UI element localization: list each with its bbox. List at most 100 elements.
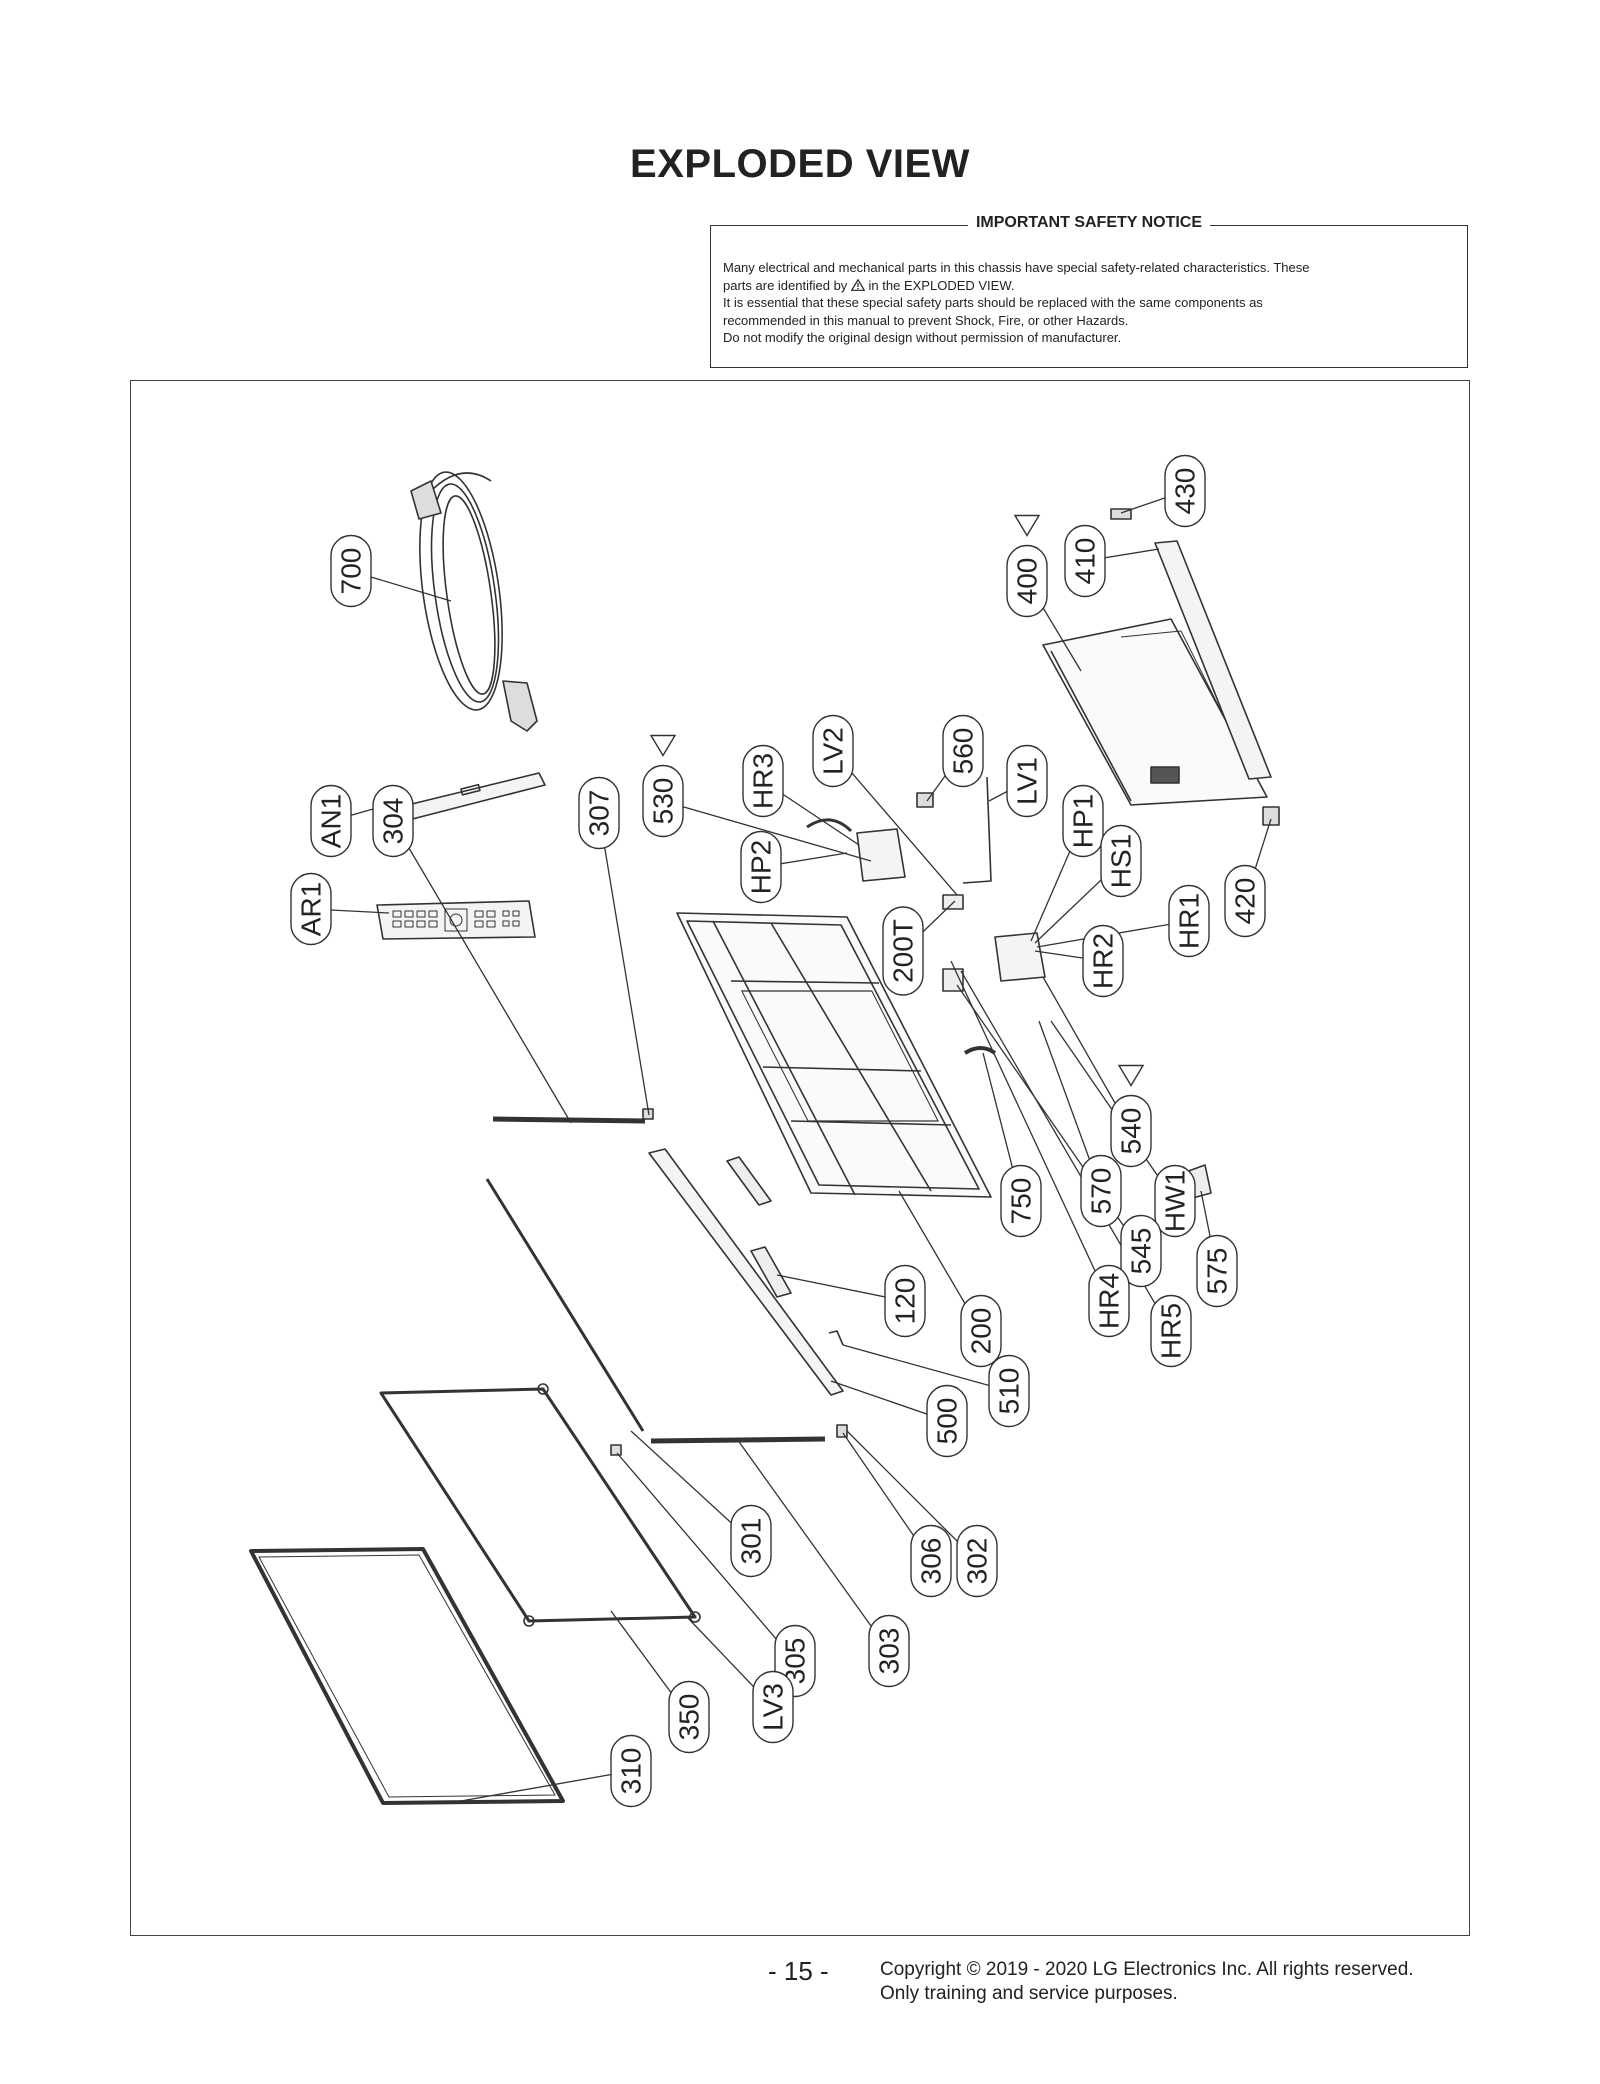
leader-line-HR4 bbox=[950, 960, 1110, 1302]
part-305-drawing bbox=[610, 1444, 622, 1456]
leader-line-530 bbox=[662, 800, 872, 862]
callout-label-570: 570 bbox=[1086, 1168, 1117, 1215]
callout-label-302: 302 bbox=[962, 1538, 993, 1585]
callout-301: 301 bbox=[730, 1504, 772, 1578]
leader-line-304 bbox=[392, 820, 572, 1124]
callout-label-HR5: HR5 bbox=[1156, 1303, 1187, 1359]
callout-HR1: HR1 bbox=[1168, 884, 1210, 958]
callout-label-500: 500 bbox=[932, 1398, 963, 1445]
remote-control-drawing bbox=[376, 900, 536, 940]
callout-306: 306 bbox=[910, 1524, 952, 1598]
callout-label-HP2: HP2 bbox=[746, 840, 777, 894]
exploded-view-diagram: 700AN1AR1304307530HR3LV2HP2560LV1HP1HS1H… bbox=[249, 454, 1280, 1808]
callout-label-200: 200 bbox=[966, 1308, 997, 1355]
callout-420: 420 bbox=[1224, 864, 1266, 938]
callout-label-310: 310 bbox=[616, 1748, 647, 1795]
part-500-drawing bbox=[648, 1148, 844, 1396]
callout-label-430: 430 bbox=[1170, 468, 1201, 515]
notice-line-4: recommended in this manual to prevent Sh… bbox=[723, 312, 1129, 328]
callout-label-560: 560 bbox=[948, 728, 979, 775]
callout-label-HR4: HR4 bbox=[1094, 1273, 1125, 1329]
leader-line-310 bbox=[460, 1770, 632, 1802]
notice-line-5: Do not modify the original design withou… bbox=[723, 330, 1122, 345]
part-420-drawing bbox=[1262, 806, 1280, 826]
safety-notice-box: IMPORTANT SAFETY NOTICE Many electrical … bbox=[710, 214, 1468, 368]
callout-310: 310 bbox=[610, 1734, 652, 1808]
part-560-drawing bbox=[916, 792, 934, 808]
callout-label-LV2: LV2 bbox=[818, 727, 849, 775]
safety-notice-title: IMPORTANT SAFETY NOTICE bbox=[967, 214, 1211, 231]
callout-label-510: 510 bbox=[994, 1368, 1025, 1415]
callout-HR5: HR5 bbox=[1150, 1294, 1192, 1368]
leader-line-307 bbox=[598, 812, 650, 1116]
back-cover-drawing bbox=[1042, 618, 1268, 806]
callout-label-400: 400 bbox=[1012, 558, 1043, 605]
notice-line-1: Many electrical and mechanical parts in … bbox=[723, 260, 1310, 275]
chassis-frame-drawing bbox=[676, 912, 992, 1198]
callout-HW1: HW1 bbox=[1154, 1164, 1196, 1238]
callout-label-540: 540 bbox=[1116, 1108, 1147, 1155]
callout-label-LV1: LV1 bbox=[1012, 757, 1043, 805]
callout-750: 750 bbox=[1000, 1164, 1042, 1238]
leader-line-302 bbox=[846, 1430, 978, 1562]
callout-label-750: 750 bbox=[1006, 1178, 1037, 1225]
callout-350: 350 bbox=[668, 1680, 710, 1754]
callout-560: 560 bbox=[942, 714, 984, 788]
callout-label-AR1: AR1 bbox=[296, 882, 327, 936]
leader-line-120 bbox=[776, 1274, 906, 1302]
callout-303: 303 bbox=[868, 1614, 910, 1688]
callout-label-410: 410 bbox=[1070, 538, 1101, 585]
callout-label-306: 306 bbox=[916, 1538, 947, 1585]
callout-570: 570 bbox=[1080, 1154, 1122, 1228]
callout-HR4: HR4 bbox=[1088, 1264, 1130, 1338]
callout-label-HR2: HR2 bbox=[1088, 933, 1119, 989]
part-301-drawing bbox=[485, 1178, 645, 1432]
leader-line-LV2 bbox=[832, 750, 958, 896]
callout-label-LV3: LV3 bbox=[758, 1683, 789, 1731]
callout-500: 500 bbox=[926, 1384, 968, 1458]
callout-label-200T: 200T bbox=[888, 919, 919, 983]
warning-triangle-icon bbox=[1117, 1064, 1145, 1087]
callout-label-350: 350 bbox=[674, 1694, 705, 1741]
callout-200: 200 bbox=[960, 1294, 1002, 1368]
callout-label-530: 530 bbox=[648, 778, 679, 825]
warning-triangle-icon bbox=[1013, 514, 1041, 537]
callout-label-HR3: HR3 bbox=[748, 753, 779, 809]
callout-label-575: 575 bbox=[1202, 1248, 1233, 1295]
power-cord-drawing bbox=[410, 471, 538, 732]
callout-label-700: 700 bbox=[336, 548, 367, 595]
callout-HP1: HP1 bbox=[1062, 784, 1104, 858]
callout-410: 410 bbox=[1064, 524, 1106, 598]
callout-HS1: HS1 bbox=[1100, 824, 1142, 898]
frame-350-drawing bbox=[379, 1387, 697, 1623]
callout-530: 530 bbox=[642, 734, 684, 838]
main-board-drawing bbox=[806, 818, 906, 882]
callout-LV1: LV1 bbox=[1006, 744, 1048, 818]
callout-700: 700 bbox=[330, 534, 372, 608]
callout-200T: 200T bbox=[882, 906, 924, 996]
leader-line-305 bbox=[616, 1452, 796, 1662]
leader-line-303 bbox=[736, 1438, 890, 1652]
safety-notice-body: Many electrical and mechanical parts in … bbox=[723, 259, 1455, 347]
part-750-drawing bbox=[963, 1046, 997, 1055]
callout-label-AN1: AN1 bbox=[316, 794, 347, 848]
copyright-line-2: Only training and service purposes. bbox=[880, 1983, 1178, 2004]
callout-LV3: LV3 bbox=[752, 1670, 794, 1744]
part-430-drawing bbox=[1110, 508, 1132, 520]
callout-label-301: 301 bbox=[736, 1518, 767, 1565]
copyright: Copyright © 2019 - 2020 LG Electronics I… bbox=[880, 1958, 1414, 2006]
callout-430: 430 bbox=[1164, 454, 1206, 528]
callout-510: 510 bbox=[988, 1354, 1030, 1428]
callout-label-420: 420 bbox=[1230, 878, 1261, 925]
cable-lv1-drawing bbox=[962, 776, 992, 884]
part-306-drawing bbox=[836, 1424, 848, 1438]
bracket-drawing bbox=[1154, 540, 1272, 780]
callout-400: 400 bbox=[1006, 514, 1048, 618]
panel-310-drawing bbox=[249, 1547, 565, 1805]
callout-label-545: 545 bbox=[1126, 1228, 1157, 1275]
leader-line-510 bbox=[842, 1344, 1010, 1392]
copyright-line-1: Copyright © 2019 - 2020 LG Electronics I… bbox=[880, 1959, 1414, 1980]
callout-307: 307 bbox=[578, 776, 620, 850]
part-200T-drawing bbox=[942, 894, 964, 910]
